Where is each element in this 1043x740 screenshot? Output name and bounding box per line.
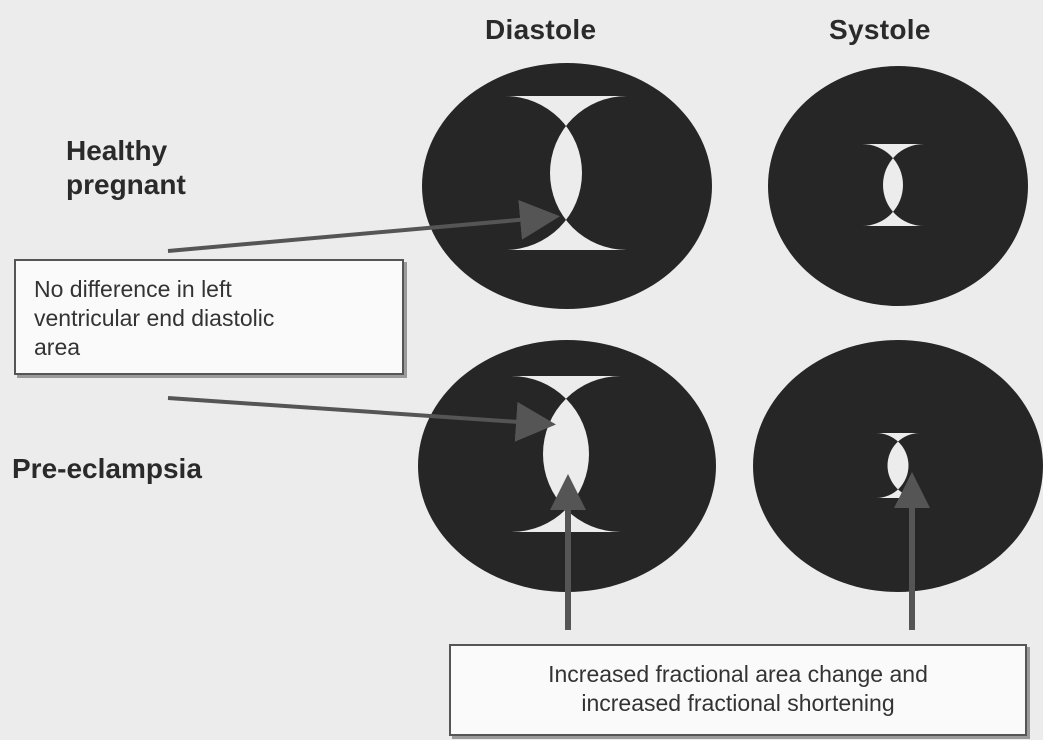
column-header-systole: Systole [829,14,931,46]
callout-increased-fractional: Increased fractional area change and inc… [449,644,1027,736]
row-label-healthy-line1: Healthy [66,134,186,168]
row-label-preeclampsia: Pre-eclampsia [12,452,202,486]
callout-left-line3: area [34,333,402,362]
callout-no-difference: No difference in left ventricular end di… [14,259,404,375]
column-header-diastole: Diastole [485,14,596,46]
callout-bottom-line2: increased fractional shortening [451,689,1025,718]
callout-left-line1: No difference in left [34,275,402,304]
callout-bottom-line1: Increased fractional area change and [451,660,1025,689]
row-label-healthy-line2: pregnant [66,168,186,202]
ventricle-preeclampsia-systole [753,340,1043,592]
row-label-healthy-pregnant: Healthy pregnant [66,134,186,202]
ventricle-healthy-systole [768,66,1028,306]
ventricle-healthy-diastole [422,63,712,309]
callout-left-line2: ventricular end diastolic [34,304,402,333]
